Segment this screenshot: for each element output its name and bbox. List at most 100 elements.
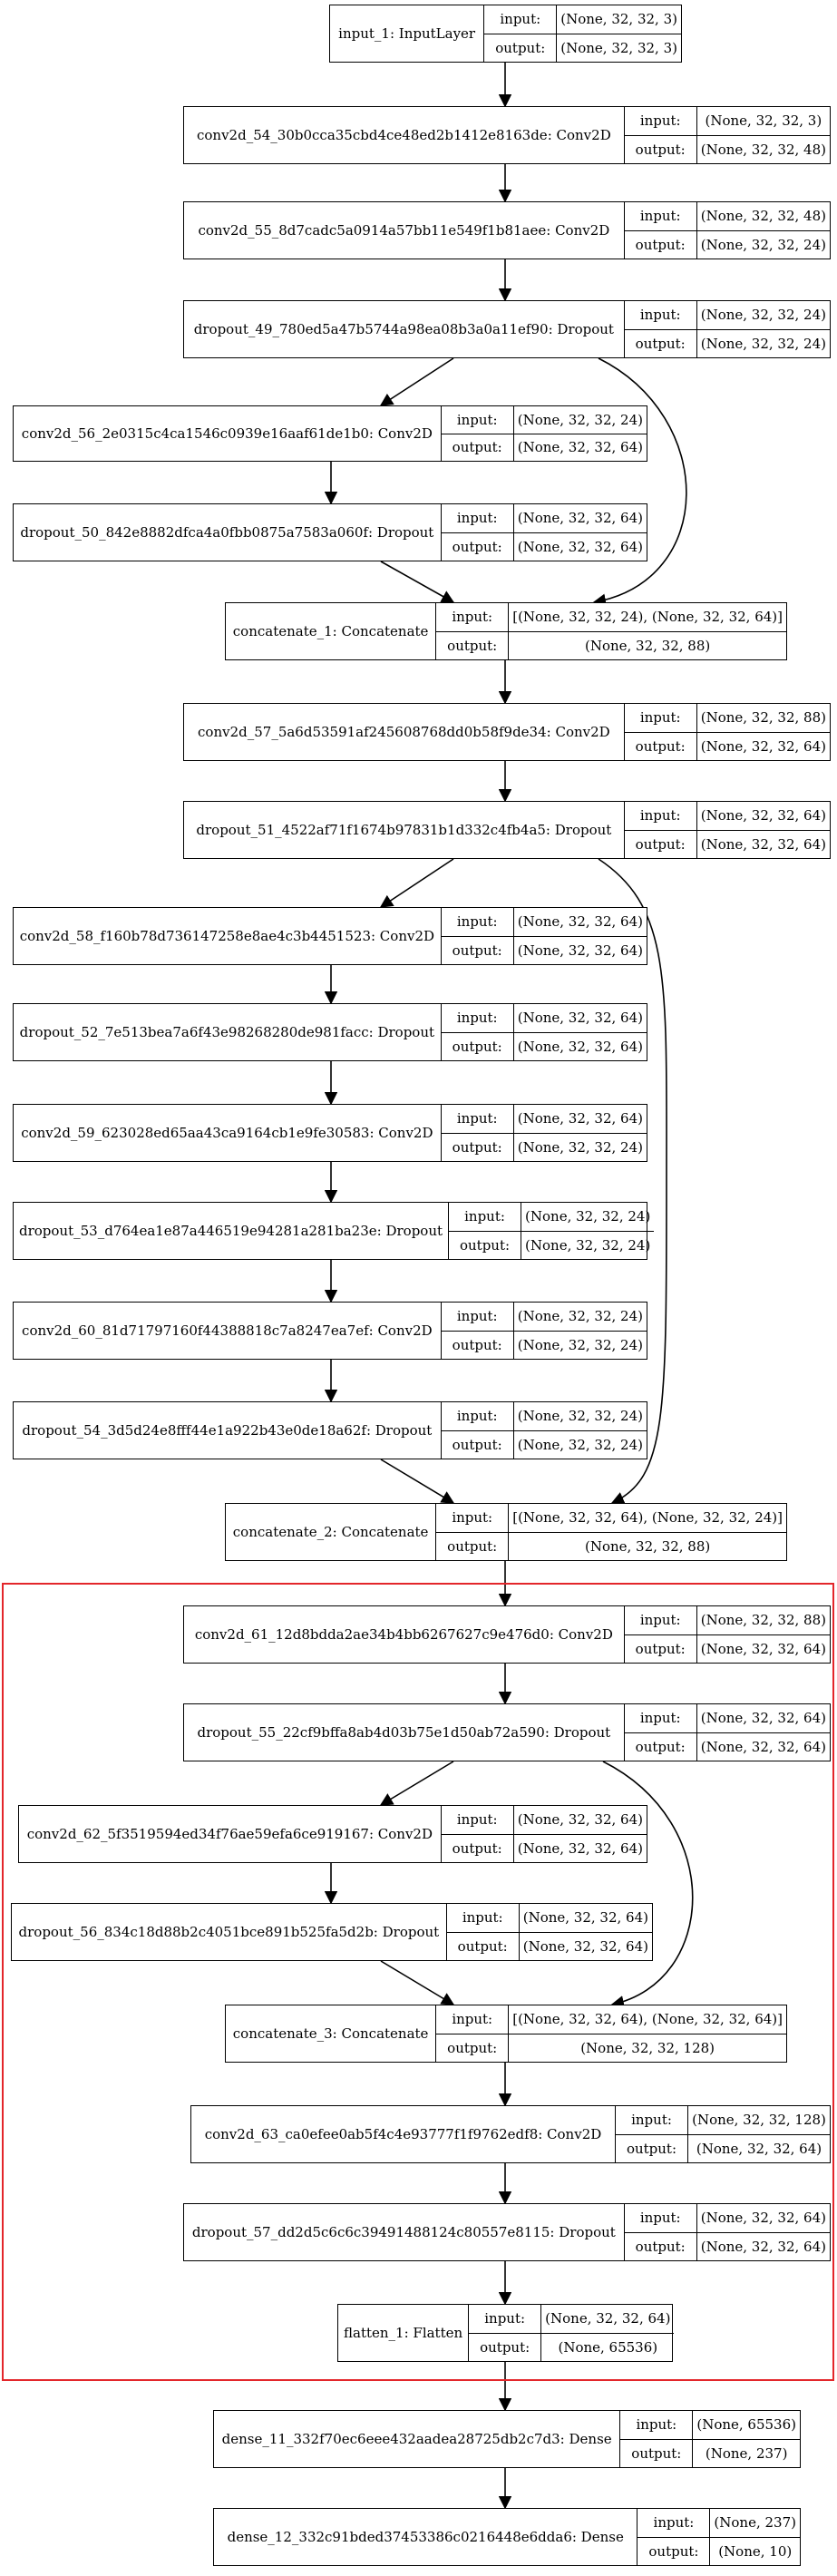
output-label: output: (436, 1532, 510, 1560)
layer-shapes: input:(None, 32, 32, 3)output:(None, 32,… (624, 107, 830, 163)
input-shape: (None, 32, 32, 88) (700, 1612, 826, 1629)
input-label: input: (620, 2411, 694, 2439)
layer-node-conv2d-58: conv2d_58_f160b78d736147258e8ae4c3b44515… (13, 907, 647, 965)
edge-dropout-54-to-concatenate-2 (380, 1459, 455, 1504)
layer-name: dropout_56_834c18d88b2c4051bce891b525fa5… (12, 1904, 447, 1960)
input-label: input: (625, 107, 697, 135)
layer-shapes: input:[(None, 32, 32, 64), (None, 32, 32… (436, 2005, 786, 2062)
layer-shapes: input:(None, 32, 32, 24)output:(None, 32… (449, 1203, 655, 1259)
input-shape: (None, 32, 32, 88) (700, 709, 826, 727)
layer-name: dropout_51_4522af71f1674b97831b1d332c4fb… (184, 802, 625, 858)
output-row: output:(None, 32, 32, 64) (624, 2231, 830, 2260)
layer-node-conv2d-55: conv2d_55_8d7cadc5a0914a57bb11e549f1b81a… (183, 201, 831, 259)
layer-shapes: input:(None, 32, 32, 64)output:(None, 65… (469, 2305, 675, 2361)
output-row: output:(None, 32, 32, 64) (446, 1931, 652, 1960)
output-shape: (None, 32, 32, 64) (517, 538, 643, 555)
output-row: output:(None, 32, 32, 64) (624, 829, 830, 858)
edge-dropout-49-to-concatenate-1 (592, 357, 687, 607)
input-shape: (None, 32, 32, 64) (517, 510, 643, 527)
layer-name: input_1: InputLayer (330, 5, 485, 62)
layer-node-conv2d-61: conv2d_61_12d8bdda2ae34b4bb6267627c9e476… (183, 1605, 831, 1664)
layer-name: conv2d_56_2e0315c4ca1546c0939e16aaf61de1… (14, 406, 442, 461)
input-shape: [(None, 32, 32, 24), (None, 32, 32, 64)] (512, 609, 783, 626)
input-shape: (None, 32, 32, 64) (545, 2310, 671, 2327)
output-row: output:(None, 32, 32, 24) (449, 1230, 655, 1259)
input-label: input: (637, 2509, 711, 2537)
layer-node-dense-11: dense_11_332f70ec6eee432aadea28725db2c7d… (213, 2410, 801, 2468)
input-label: input: (625, 1606, 697, 1634)
layer-name: dropout_54_3d5d24e8fff44e1a922b43e0de18a… (14, 1402, 442, 1459)
layer-node-dropout-51: dropout_51_4522af71f1674b97831b1d332c4fb… (183, 801, 831, 859)
layer-node-dropout-54: dropout_54_3d5d24e8fff44e1a922b43e0de18a… (13, 1401, 647, 1459)
input-shape: (None, 32, 32, 3) (560, 11, 677, 28)
layer-shapes: input:(None, 32, 32, 24)output:(None, 32… (441, 1402, 647, 1459)
input-shape: (None, 32, 32, 48) (700, 208, 826, 225)
output-row: output:(None, 32, 32, 24) (441, 1429, 647, 1459)
output-label: output: (625, 1634, 697, 1663)
layer-name: dropout_49_780ed5a47b5744a98ea08b3a0a11e… (184, 301, 625, 357)
layer-node-dense-12: dense_12_332c91bded37453386c0216448e6dda… (213, 2508, 801, 2566)
layer-node-dropout-49: dropout_49_780ed5a47b5744a98ea08b3a0a11e… (183, 300, 831, 358)
layer-name: dropout_53_d764ea1e87a446519e94281a281ba… (14, 1203, 450, 1259)
layer-node-conv2d-63: conv2d_63_ca0efee0ab5f4c4e93777f1f9762ed… (190, 2105, 831, 2163)
layer-name: dropout_52_7e513bea7a6f43e98268280de981f… (14, 1004, 442, 1060)
output-label: output: (625, 2232, 697, 2260)
input-shape: (None, 32, 32, 64) (517, 913, 643, 931)
layer-shapes: input:(None, 32, 32, 64)output:(None, 32… (441, 504, 647, 561)
output-shape: (None, 32, 32, 24) (517, 1138, 643, 1156)
input-row: input:(None, 32, 32, 128) (616, 2106, 830, 2134)
input-row: input:(None, 32, 32, 64) (625, 802, 830, 830)
layer-node-dropout-52: dropout_52_7e513bea7a6f43e98268280de981f… (13, 1003, 647, 1061)
layer-name: conv2d_55_8d7cadc5a0914a57bb11e549f1b81a… (184, 202, 625, 259)
output-label: output: (449, 1231, 522, 1259)
output-shape: (None, 32, 32, 24) (517, 1336, 643, 1353)
input-row: input:(None, 32, 32, 64) (442, 504, 647, 532)
output-row: output:(None, 32, 32, 24) (624, 229, 830, 259)
output-row: output:(None, 32, 32, 64) (616, 2133, 830, 2162)
output-label: output: (484, 34, 558, 62)
layer-name: conv2d_60_81d71797160f44388818c7a8247ea7… (14, 1303, 442, 1359)
output-row: output:(None, 32, 32, 64) (441, 1833, 647, 1862)
layer-node-dropout-57: dropout_57_dd2d5c6c6c39491488124c80557e8… (183, 2203, 831, 2261)
layer-name: dropout_50_842e8882dfca4a0fbb0875a7583a0… (14, 504, 442, 561)
input-label: input: (436, 2005, 510, 2034)
layer-node-conv2d-57: conv2d_57_5a6d53591af245608768dd0b58f9de… (183, 703, 831, 761)
output-shape: (None, 32, 32, 64) (700, 2238, 826, 2255)
output-shape: (None, 10) (718, 2542, 793, 2560)
input-shape: (None, 32, 32, 64) (700, 2210, 826, 2227)
layer-name: dropout_57_dd2d5c6c6c39491488124c80557e8… (184, 2204, 625, 2260)
layer-name: concatenate_3: Concatenate (226, 2005, 437, 2062)
output-label: output: (625, 230, 697, 259)
input-label: input: (625, 802, 697, 830)
layer-node-conv2d-60: conv2d_60_81d71797160f44388818c7a8247ea7… (13, 1302, 647, 1360)
input-shape: [(None, 32, 32, 64), (None, 32, 32, 24)] (512, 1509, 783, 1527)
input-row: input:(None, 32, 32, 64) (625, 1704, 830, 1732)
output-label: output: (436, 631, 510, 659)
output-row: output:(None, 32, 32, 88) (436, 630, 786, 659)
edge-dropout-56-to-concatenate-3 (380, 1960, 455, 2005)
output-label: output: (442, 1331, 514, 1359)
layer-node-conv2d-62: conv2d_62_5f3519594ed34f76ae59efa6ce9191… (18, 1805, 647, 1863)
input-label: input: (436, 603, 510, 631)
output-label: output: (442, 936, 514, 964)
output-shape: (None, 32, 32, 3) (560, 39, 677, 56)
input-shape: (None, 32, 32, 24) (700, 307, 826, 324)
input-row: input:(None, 237) (637, 2509, 800, 2537)
input-row: input:(None, 65536) (620, 2411, 800, 2439)
output-row: output:(None, 32, 32, 3) (484, 33, 681, 62)
output-label: output: (469, 2333, 542, 2361)
input-row: input:(None, 32, 32, 64) (625, 2204, 830, 2232)
input-row: input:(None, 32, 32, 64) (442, 1004, 647, 1032)
layer-shapes: input:(None, 32, 32, 64)output:(None, 32… (441, 1806, 647, 1862)
output-row: output:(None, 32, 32, 128) (436, 2033, 786, 2062)
input-shape: (None, 65536) (696, 2416, 796, 2434)
input-row: input:(None, 32, 32, 64) (469, 2305, 674, 2333)
input-row: input:(None, 32, 32, 3) (484, 5, 681, 34)
output-shape: (None, 32, 32, 24) (700, 236, 826, 253)
input-shape: (None, 32, 32, 64) (700, 1710, 826, 1727)
input-shape: (None, 32, 32, 3) (705, 112, 822, 130)
input-label: input: (625, 301, 697, 329)
